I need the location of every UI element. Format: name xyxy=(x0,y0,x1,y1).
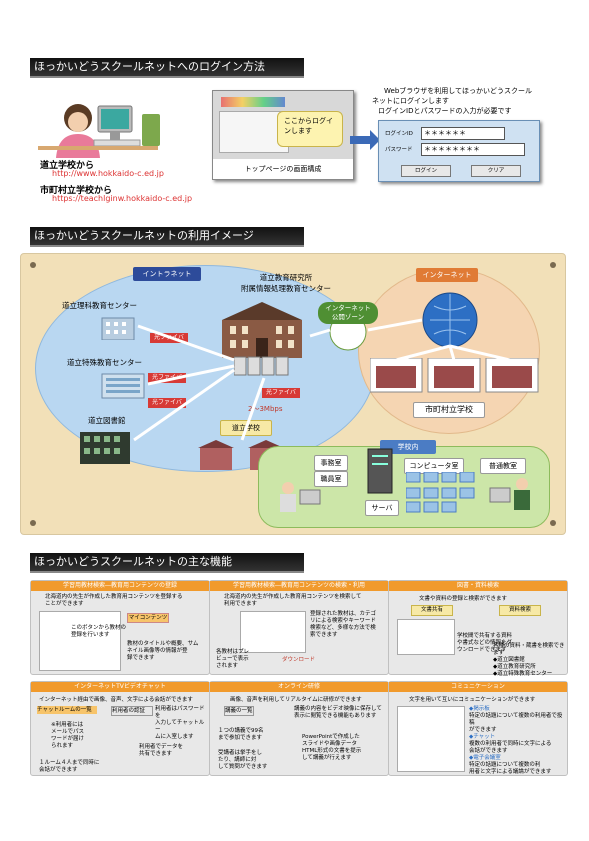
science-center-label: 道立理科教育センター xyxy=(62,301,137,310)
feature-note: 利用者はパスワードを 入力してチャットルー ムに入室します xyxy=(155,706,205,740)
feature-desc: 画像、音声を利用してリアルタイムに研修ができます xyxy=(230,697,362,703)
login-instructions: Webブラウザを利用してほっかいどうスクール ネットにログインします ログインI… xyxy=(372,87,533,115)
classroom-person-icon xyxy=(489,478,530,510)
library-building xyxy=(80,432,130,464)
feature-title: オンライン研修 xyxy=(210,682,388,692)
section-features-title: ほっかいどうスクールネットの主な機能 xyxy=(30,553,304,573)
globe-icon xyxy=(422,292,478,348)
research-center-building xyxy=(222,302,302,358)
fiber-label-3: 光ファイバ xyxy=(148,398,186,408)
speed-label: 2～3Mbps xyxy=(248,405,283,413)
section-login-title: ほっかいどうスクールネットへのログイン方法 xyxy=(30,58,304,78)
my-contents-chip[interactable]: マイコンテンツ xyxy=(127,613,169,623)
password-field[interactable]: ＊＊＊＊＊＊＊＊ xyxy=(421,143,525,156)
office-label: 事務室 xyxy=(314,455,348,471)
download-label[interactable]: ダウンロード xyxy=(282,657,316,663)
login-bubble: ここからログインします xyxy=(277,111,343,147)
feature-note: 各種の資料・蔵書を検索できます ◆道立図書館 ◆道立教育研究所 ◆道立特殊教育セ… xyxy=(493,643,565,677)
feature-card-library-search: 図書・資料検索 文書や資料の登録と検索ができます 文書共有 資料検索 学校間で共… xyxy=(388,580,568,677)
top-page-caption: トップページの画面構成 xyxy=(213,159,353,179)
city-school-url[interactable]: https://teachlginw.hokkaido-c.ed.jp xyxy=(52,194,193,203)
in-school-label: 学校内 xyxy=(380,440,436,454)
feature-desc: 文字を用いて互いにコミュニケーションができます xyxy=(409,697,536,703)
pref-school-diagram-label: 道立学校 xyxy=(220,420,272,436)
feature-card-content-search: 学習用教材検索―教育用コンテンツの検索・利用 北海道内の先生が作成した教育用コン… xyxy=(209,580,389,675)
city-school-diagram-label: 市町村立学校 xyxy=(413,402,485,418)
clear-button[interactable]: クリア xyxy=(471,165,521,177)
internet-label: インターネット xyxy=(416,268,478,282)
chat-room-list[interactable]: チャットルームの一覧 xyxy=(37,706,97,714)
classroom-label: 普通教室 xyxy=(480,458,526,474)
feature-note: 受講者は挙手をし たり、講師に対 して質問ができます xyxy=(218,750,268,770)
feature-note: 教材のタイトルや概要、サム ネイル画像等の情報が登 録できます xyxy=(127,641,199,661)
feature-desc: 北海道内の先生が作成した教育用コンテンツを検索して 利用できます xyxy=(224,594,362,607)
feature-card-content-register: 学習用教材検索―教育用コンテンツの登録 北海道内の先生が作成した教育用コンテンツ… xyxy=(30,580,210,675)
login-id-label: ログインID xyxy=(385,131,413,137)
password-label: パスワード xyxy=(385,147,413,153)
pref-school-label: 道立学校から xyxy=(40,161,95,171)
feature-desc: 文書や資料の登録と検索ができます xyxy=(419,596,508,602)
feature-title: インターネットTVビデオチャット xyxy=(31,682,209,692)
user-auth: 利用者の認証 xyxy=(111,706,153,716)
feature-card-communication: コミュニケーション 文字を用いて互いにコミュニケーションができます ◆掲示板 特… xyxy=(388,681,568,776)
feature-note: 学校間で共有する資料 や書式などの情報をダ ウンロードできます xyxy=(457,633,513,653)
feature-note: 登録された教材は、カテゴ リによる検索やキーワード 検索など、多様な方法で検 索… xyxy=(310,611,377,638)
site-logo xyxy=(221,97,285,107)
feature-note: １つの講義で99名 まで参加できます xyxy=(218,728,264,741)
section-usage-title: ほっかいどうスクールネットの利用イメージ xyxy=(30,227,304,247)
arrow-icon xyxy=(350,130,380,150)
feature-note: PowerPointで作成した スライドや画像データ HTML形式の文書を提示 … xyxy=(302,734,362,761)
person-computer-illustration xyxy=(38,104,160,158)
staff-person-icon xyxy=(280,482,321,512)
staff-room-label: 職員室 xyxy=(314,471,348,487)
feature-note: 各教材はプレ ビューで表示 されます xyxy=(216,649,250,669)
library-label: 道立図書館 xyxy=(88,416,126,425)
feature-note: 講義の内容をビデオ映像に保存して 表示に閲覧できる機能もあります xyxy=(294,706,382,719)
server-icon xyxy=(367,448,393,494)
feature-title: コミュニケーション xyxy=(389,682,567,692)
server-rack-icon xyxy=(234,356,289,376)
pc-room-computers xyxy=(406,472,475,513)
lecture-list[interactable]: 講義の一覧 xyxy=(224,706,254,716)
public-zone-label: インターネット 公開ゾーン xyxy=(318,302,378,324)
feature-note: ※利用者には メールでパス ワードが届け られます xyxy=(51,722,85,749)
top-page-screenshot: ここからログインします トップページの画面構成 xyxy=(212,90,354,180)
server-label: サーバ xyxy=(365,500,399,516)
intranet-label: イントラネット xyxy=(133,267,201,281)
pc-room-label: コンピュータ室 xyxy=(404,458,464,474)
city-school-buildings xyxy=(370,358,539,393)
city-school-label: 市町村立学校から xyxy=(40,186,113,196)
feature-note: このボタンから教材の 登録を行います xyxy=(71,625,127,638)
feature-desc: インターネット経由で画像、音声、文字による会話ができます xyxy=(39,697,193,703)
feature-note: ◆掲示板 特定の話題について複数の利用者で投稿 ができます ◆チャット 複数の利… xyxy=(469,706,563,775)
login-id-field[interactable]: ＊＊＊＊＊＊ xyxy=(421,127,505,140)
feature-card-video-chat: インターネットTVビデオチャット インターネット経由で画像、音声、文字による会話… xyxy=(30,681,210,776)
feature-title: 学習用教材検索―教育用コンテンツの検索・利用 xyxy=(210,581,388,591)
feature-card-online-training: オンライン研修 画像、音声を利用してリアルタイムに研修ができます 講義の一覧 講… xyxy=(209,681,389,776)
feature-note: １ルーム４人まで同時に 会話ができます xyxy=(39,760,100,773)
doc-search-tab[interactable]: 資料検索 xyxy=(499,605,541,616)
feature-note: 利用者でデータを 共有できます xyxy=(139,744,184,757)
login-form: ログインID ＊＊＊＊＊＊ パスワード ＊＊＊＊＊＊＊＊ ログイン クリア xyxy=(378,120,540,182)
science-center-building xyxy=(101,317,135,340)
fiber-label-2: 光ファイバ xyxy=(148,373,186,383)
research-center-label: 道立教育研究所 附属情報処理教育センター xyxy=(241,273,331,293)
login-button[interactable]: ログイン xyxy=(401,165,451,177)
feature-desc: 北海道内の先生が作成した教育用コンテンツを登録する ことができます xyxy=(45,594,183,607)
feature-title: 学習用教材検索―教育用コンテンツの登録 xyxy=(31,581,209,591)
fiber-label-1: 光ファイバ xyxy=(150,333,188,343)
fiber-label-4: 光ファイバ xyxy=(262,388,300,398)
doc-share-tab[interactable]: 文書共有 xyxy=(411,605,453,616)
pref-school-url[interactable]: http://www.hokkaido-c.ed.jp xyxy=(52,169,164,178)
feature-title: 図書・資料検索 xyxy=(389,581,567,591)
special-center-label: 道立特殊教育センター xyxy=(67,358,142,367)
special-center-building xyxy=(101,373,145,399)
